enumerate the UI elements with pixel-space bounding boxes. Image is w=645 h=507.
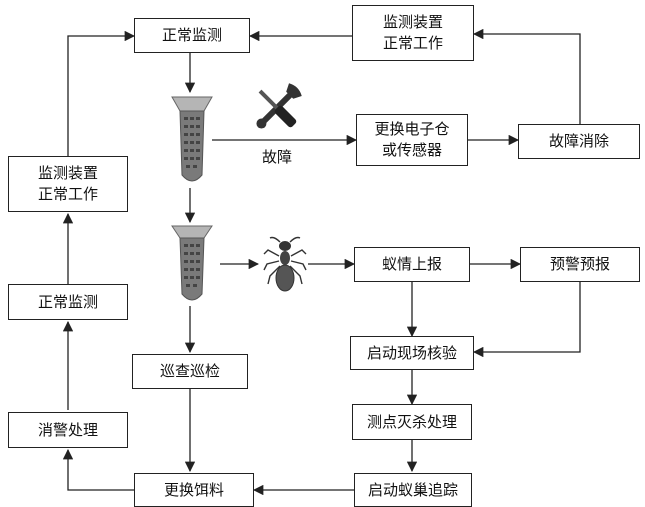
box-monitor-left-text: 正常监测 xyxy=(37,292,98,311)
box-device-ok-left: 监测装置 正常工作 xyxy=(8,156,128,212)
box-monitor-left: 正常监测 xyxy=(8,284,128,320)
box-replace-sensor-line1: 更换电子仓 xyxy=(374,120,450,138)
termite-icon xyxy=(263,236,307,292)
monitoring-device-icon xyxy=(171,96,213,182)
box-trace-nest-text: 启动蚁巢追踪 xyxy=(367,480,458,499)
box-replace-bait-text: 更换饵料 xyxy=(163,480,224,499)
box-kill-treatment: 测点灭杀处理 xyxy=(352,404,472,440)
monitoring-device-icon xyxy=(171,225,213,301)
box-monitor-top-text: 正常监测 xyxy=(161,26,222,44)
box-onsite-verify: 启动现场核验 xyxy=(350,336,474,370)
box-termite-report-text: 蚁情上报 xyxy=(381,255,442,273)
box-monitor-top: 正常监测 xyxy=(134,18,250,53)
arrow-bait-to-alarm xyxy=(62,448,134,491)
box-trace-nest: 启动蚁巢追踪 xyxy=(354,473,472,507)
box-alarm-clear: 消警处理 xyxy=(8,412,128,448)
box-fault-cleared-text: 故障消除 xyxy=(548,132,609,150)
tools-icon xyxy=(256,83,302,129)
box-device-ok-left-line1: 监测装置 xyxy=(37,164,98,182)
box-device-ok-top-line1: 监测装置 xyxy=(382,13,443,31)
box-device-ok-top-line2: 正常工作 xyxy=(382,34,443,52)
arrow-fault-cleared-to-device-ok xyxy=(472,28,581,124)
arrow-device-ok-to-monitor-top xyxy=(67,30,136,156)
box-termite-report: 蚁情上报 xyxy=(354,247,470,282)
box-patrol-text: 巡查巡检 xyxy=(159,362,220,380)
box-warning: 预警预报 xyxy=(520,247,640,282)
box-kill-treatment-text: 测点灭杀处理 xyxy=(366,412,457,431)
arrow-warning-to-verify xyxy=(472,282,581,358)
box-warning-text: 预警预报 xyxy=(549,255,610,273)
box-replace-sensor-line2: 或传感器 xyxy=(381,141,442,159)
box-replace-bait: 更换饵料 xyxy=(134,473,254,507)
box-fault-cleared: 故障消除 xyxy=(518,124,640,159)
box-replace-sensor: 更换电子仓 或传感器 xyxy=(356,114,468,166)
box-alarm-clear-text: 消警处理 xyxy=(37,420,98,439)
box-device-ok-top: 监测装置 正常工作 xyxy=(352,5,474,61)
box-onsite-verify-text: 启动现场核验 xyxy=(366,343,457,362)
box-device-ok-left-line2: 正常工作 xyxy=(37,185,98,203)
box-patrol: 巡查巡检 xyxy=(132,354,248,389)
fault-label: 故障 xyxy=(262,148,293,166)
